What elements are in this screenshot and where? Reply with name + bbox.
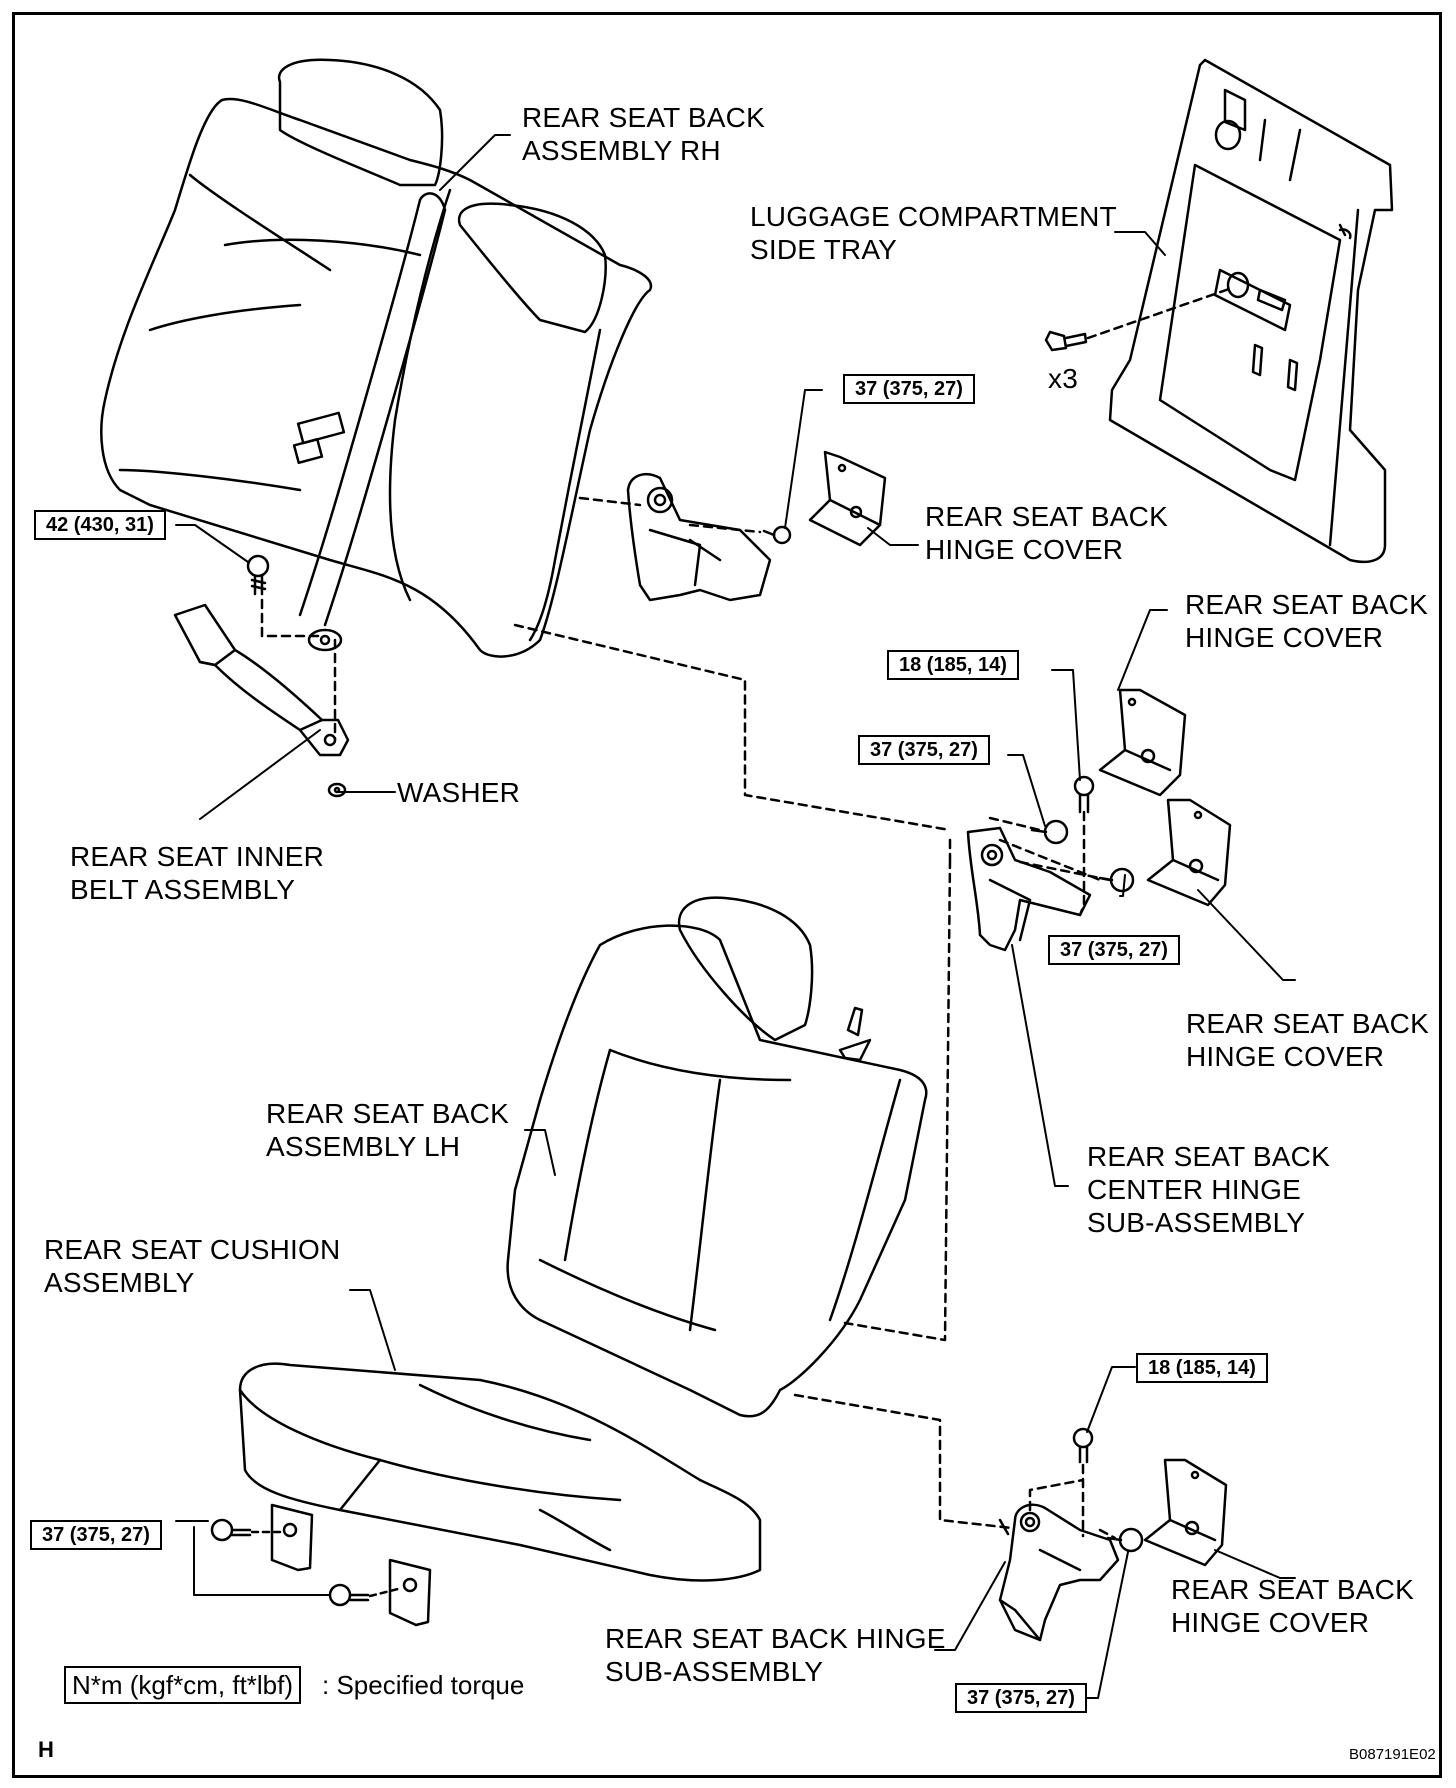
belt-bolt-dash bbox=[260, 598, 337, 742]
cushion-bolts bbox=[210, 1518, 370, 1607]
lh-to-lower-dash bbox=[793, 1393, 1014, 1530]
label-center-hinge: REAR SEAT BACK CENTER HINGE SUB-ASSEMBLY bbox=[1087, 1141, 1330, 1238]
center-hinge bbox=[966, 826, 1092, 952]
inner-belt-buckle bbox=[173, 603, 350, 757]
rh-to-center-dash bbox=[513, 623, 952, 832]
lower-hinge-bolt-top bbox=[1072, 1427, 1094, 1464]
lh-to-center-dash bbox=[843, 838, 952, 1342]
label-x3: x3 bbox=[1048, 363, 1078, 394]
label-seat-back-rh: REAR SEAT BACK ASSEMBLY RH bbox=[522, 102, 765, 166]
center-hinge-bolt-top bbox=[1073, 775, 1095, 814]
hinge-cover-upper bbox=[808, 450, 887, 547]
torque-lower-bottom: 37 (375, 27) bbox=[955, 1683, 1087, 1713]
tray-bolt bbox=[1044, 330, 1088, 352]
lower-hinge bbox=[998, 1503, 1120, 1642]
center-hinge-bolt-left bbox=[1030, 819, 1069, 845]
legend-description: : Specified torque bbox=[322, 1670, 525, 1700]
seat-cushion bbox=[238, 1362, 762, 1627]
hinge-cover-center-lower bbox=[1146, 798, 1232, 907]
torque-belt-bolt: 42 (430, 31) bbox=[34, 510, 166, 540]
torque-center-left: 37 (375, 27) bbox=[858, 735, 990, 765]
label-seat-back-lh: REAR SEAT BACK ASSEMBLY LH bbox=[266, 1098, 509, 1162]
torque-center-right: 37 (375, 27) bbox=[1048, 935, 1180, 965]
label-luggage-side-tray: LUGGAGE COMPARTMENT SIDE TRAY bbox=[750, 201, 1117, 265]
upper-hinge-dash bbox=[578, 496, 762, 534]
torque-upper-hinge: 37 (375, 27) bbox=[843, 374, 975, 404]
legend-unit-box: N*m (kgf*cm, ft*lbf) bbox=[64, 1666, 302, 1704]
belt-bolt bbox=[246, 554, 270, 596]
diagram-frame bbox=[12, 12, 1442, 1778]
torque-cushion: 37 (375, 27) bbox=[30, 1520, 162, 1550]
label-hinge-cover-center-lower: REAR SEAT BACK HINGE COVER bbox=[1186, 1008, 1429, 1072]
leader-lines bbox=[175, 134, 1296, 1699]
label-seat-cushion: REAR SEAT CUSHION ASSEMBLY bbox=[44, 1234, 341, 1298]
seat-back-lh bbox=[506, 896, 928, 1418]
center-hinge-dash bbox=[988, 810, 1112, 917]
upper-hinge bbox=[626, 473, 772, 602]
label-inner-belt: REAR SEAT INNER BELT ASSEMBLY bbox=[70, 841, 325, 905]
corner-tag: H bbox=[38, 1737, 54, 1762]
torque-center-top: 18 (185, 14) bbox=[887, 650, 1019, 680]
label-washer: WASHER bbox=[397, 777, 521, 808]
label-hinge-cover-lower: REAR SEAT BACK HINGE COVER bbox=[1171, 1574, 1414, 1638]
torque-lower-top: 18 (185, 14) bbox=[1136, 1353, 1268, 1383]
lower-hinge-dash bbox=[1028, 1463, 1117, 1540]
hinge-cover-center-upper bbox=[1098, 688, 1187, 797]
figure-code: B087191E02 bbox=[1349, 1746, 1436, 1763]
cushion-bolt-dash bbox=[250, 1530, 404, 1598]
hinge-cover-lower bbox=[1143, 1458, 1228, 1567]
upper-hinge-bolt bbox=[762, 525, 792, 545]
washer bbox=[327, 782, 347, 798]
luggage-side-tray bbox=[1108, 58, 1394, 564]
label-hinge-cover-center-upper: REAR SEAT BACK HINGE COVER bbox=[1185, 589, 1428, 653]
label-hinge-sub-assembly: REAR SEAT BACK HINGE SUB-ASSEMBLY bbox=[605, 1623, 946, 1687]
tray-bolt-dash bbox=[1086, 286, 1234, 340]
label-hinge-cover-upper: REAR SEAT BACK HINGE COVER bbox=[925, 501, 1168, 565]
seat-back-rh bbox=[100, 58, 653, 658]
